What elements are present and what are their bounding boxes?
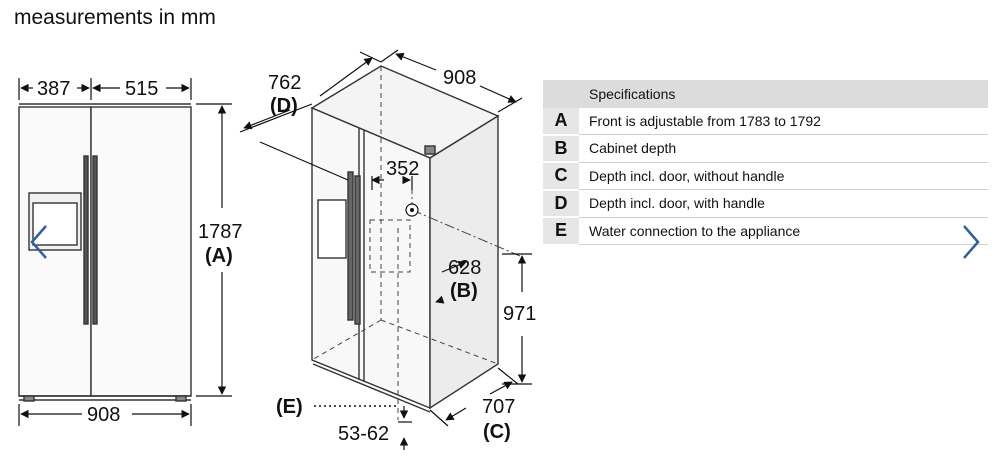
spec-description: Cabinet depth bbox=[579, 134, 988, 163]
specifications-header-row: Specifications bbox=[543, 80, 988, 108]
dim-feet-height: 53-62 bbox=[338, 423, 389, 445]
spec-letter: A bbox=[543, 108, 579, 136]
spec-row-d: D Depth incl. door, with handle bbox=[543, 189, 988, 218]
dim-front-total-width: 908 bbox=[87, 404, 120, 426]
dim-depth-without-handle-ref: (C) bbox=[483, 421, 511, 443]
dim-cabinet-depth-ref: (B) bbox=[450, 280, 478, 302]
specifications-header: Specifications bbox=[579, 80, 988, 108]
spec-letter: C bbox=[543, 162, 579, 191]
iso-dispenser bbox=[317, 199, 347, 259]
chevron-left-icon bbox=[30, 225, 47, 259]
spec-description: Front is adjustable from 1783 to 1792 bbox=[579, 108, 988, 135]
dim-depth-with-handle: 762 bbox=[268, 72, 301, 94]
front-dimension-lines bbox=[18, 78, 232, 426]
isometric-view bbox=[310, 65, 500, 413]
spec-letter: D bbox=[543, 189, 579, 218]
chevron-right-icon bbox=[963, 225, 980, 259]
dim-height-ref: (A) bbox=[205, 245, 233, 267]
spec-row-e: E Water connection to the appliance bbox=[543, 217, 988, 246]
right-handle bbox=[92, 155, 98, 325]
dim-water-offset: 352 bbox=[386, 158, 419, 180]
dim-right-door-width: 515 bbox=[125, 78, 158, 100]
spec-letter: B bbox=[543, 134, 579, 163]
spec-row-c: C Depth incl. door, without handle bbox=[543, 162, 988, 191]
next-image-button[interactable] bbox=[958, 222, 984, 262]
iso-handle-right bbox=[354, 175, 361, 325]
iso-hidden-lines bbox=[311, 66, 499, 420]
spec-description: Depth incl. door, with handle bbox=[579, 189, 988, 218]
page-title: measurements in mm bbox=[14, 6, 216, 29]
spec-description: Water connection to the appliance bbox=[579, 217, 988, 245]
dim-water-height: 971 bbox=[503, 303, 536, 325]
water-connection-ref: (E) bbox=[276, 396, 303, 418]
dim-cabinet-depth: 628 bbox=[448, 257, 481, 279]
dim-depth-with-handle-ref: (D) bbox=[270, 95, 298, 117]
spec-row-b: B Cabinet depth bbox=[543, 134, 988, 163]
iso-dimension-lines bbox=[239, 49, 532, 450]
spec-letter: E bbox=[543, 217, 579, 246]
front-view bbox=[18, 103, 192, 402]
dim-depth-without-handle: 707 bbox=[482, 396, 515, 418]
previous-image-button[interactable] bbox=[26, 222, 52, 262]
left-handle bbox=[83, 155, 89, 325]
front-right-door bbox=[90, 106, 192, 397]
spec-description: Depth incl. door, without handle bbox=[579, 162, 988, 190]
dim-height: 1787 bbox=[198, 221, 243, 243]
dim-top-width: 908 bbox=[443, 67, 476, 89]
dim-left-door-width: 387 bbox=[37, 78, 70, 100]
specifications-table: Specifications A Front is adjustable fro… bbox=[543, 80, 988, 246]
spec-row-a: A Front is adjustable from 1783 to 1792 bbox=[543, 108, 988, 136]
iso-handle-left bbox=[347, 171, 354, 321]
